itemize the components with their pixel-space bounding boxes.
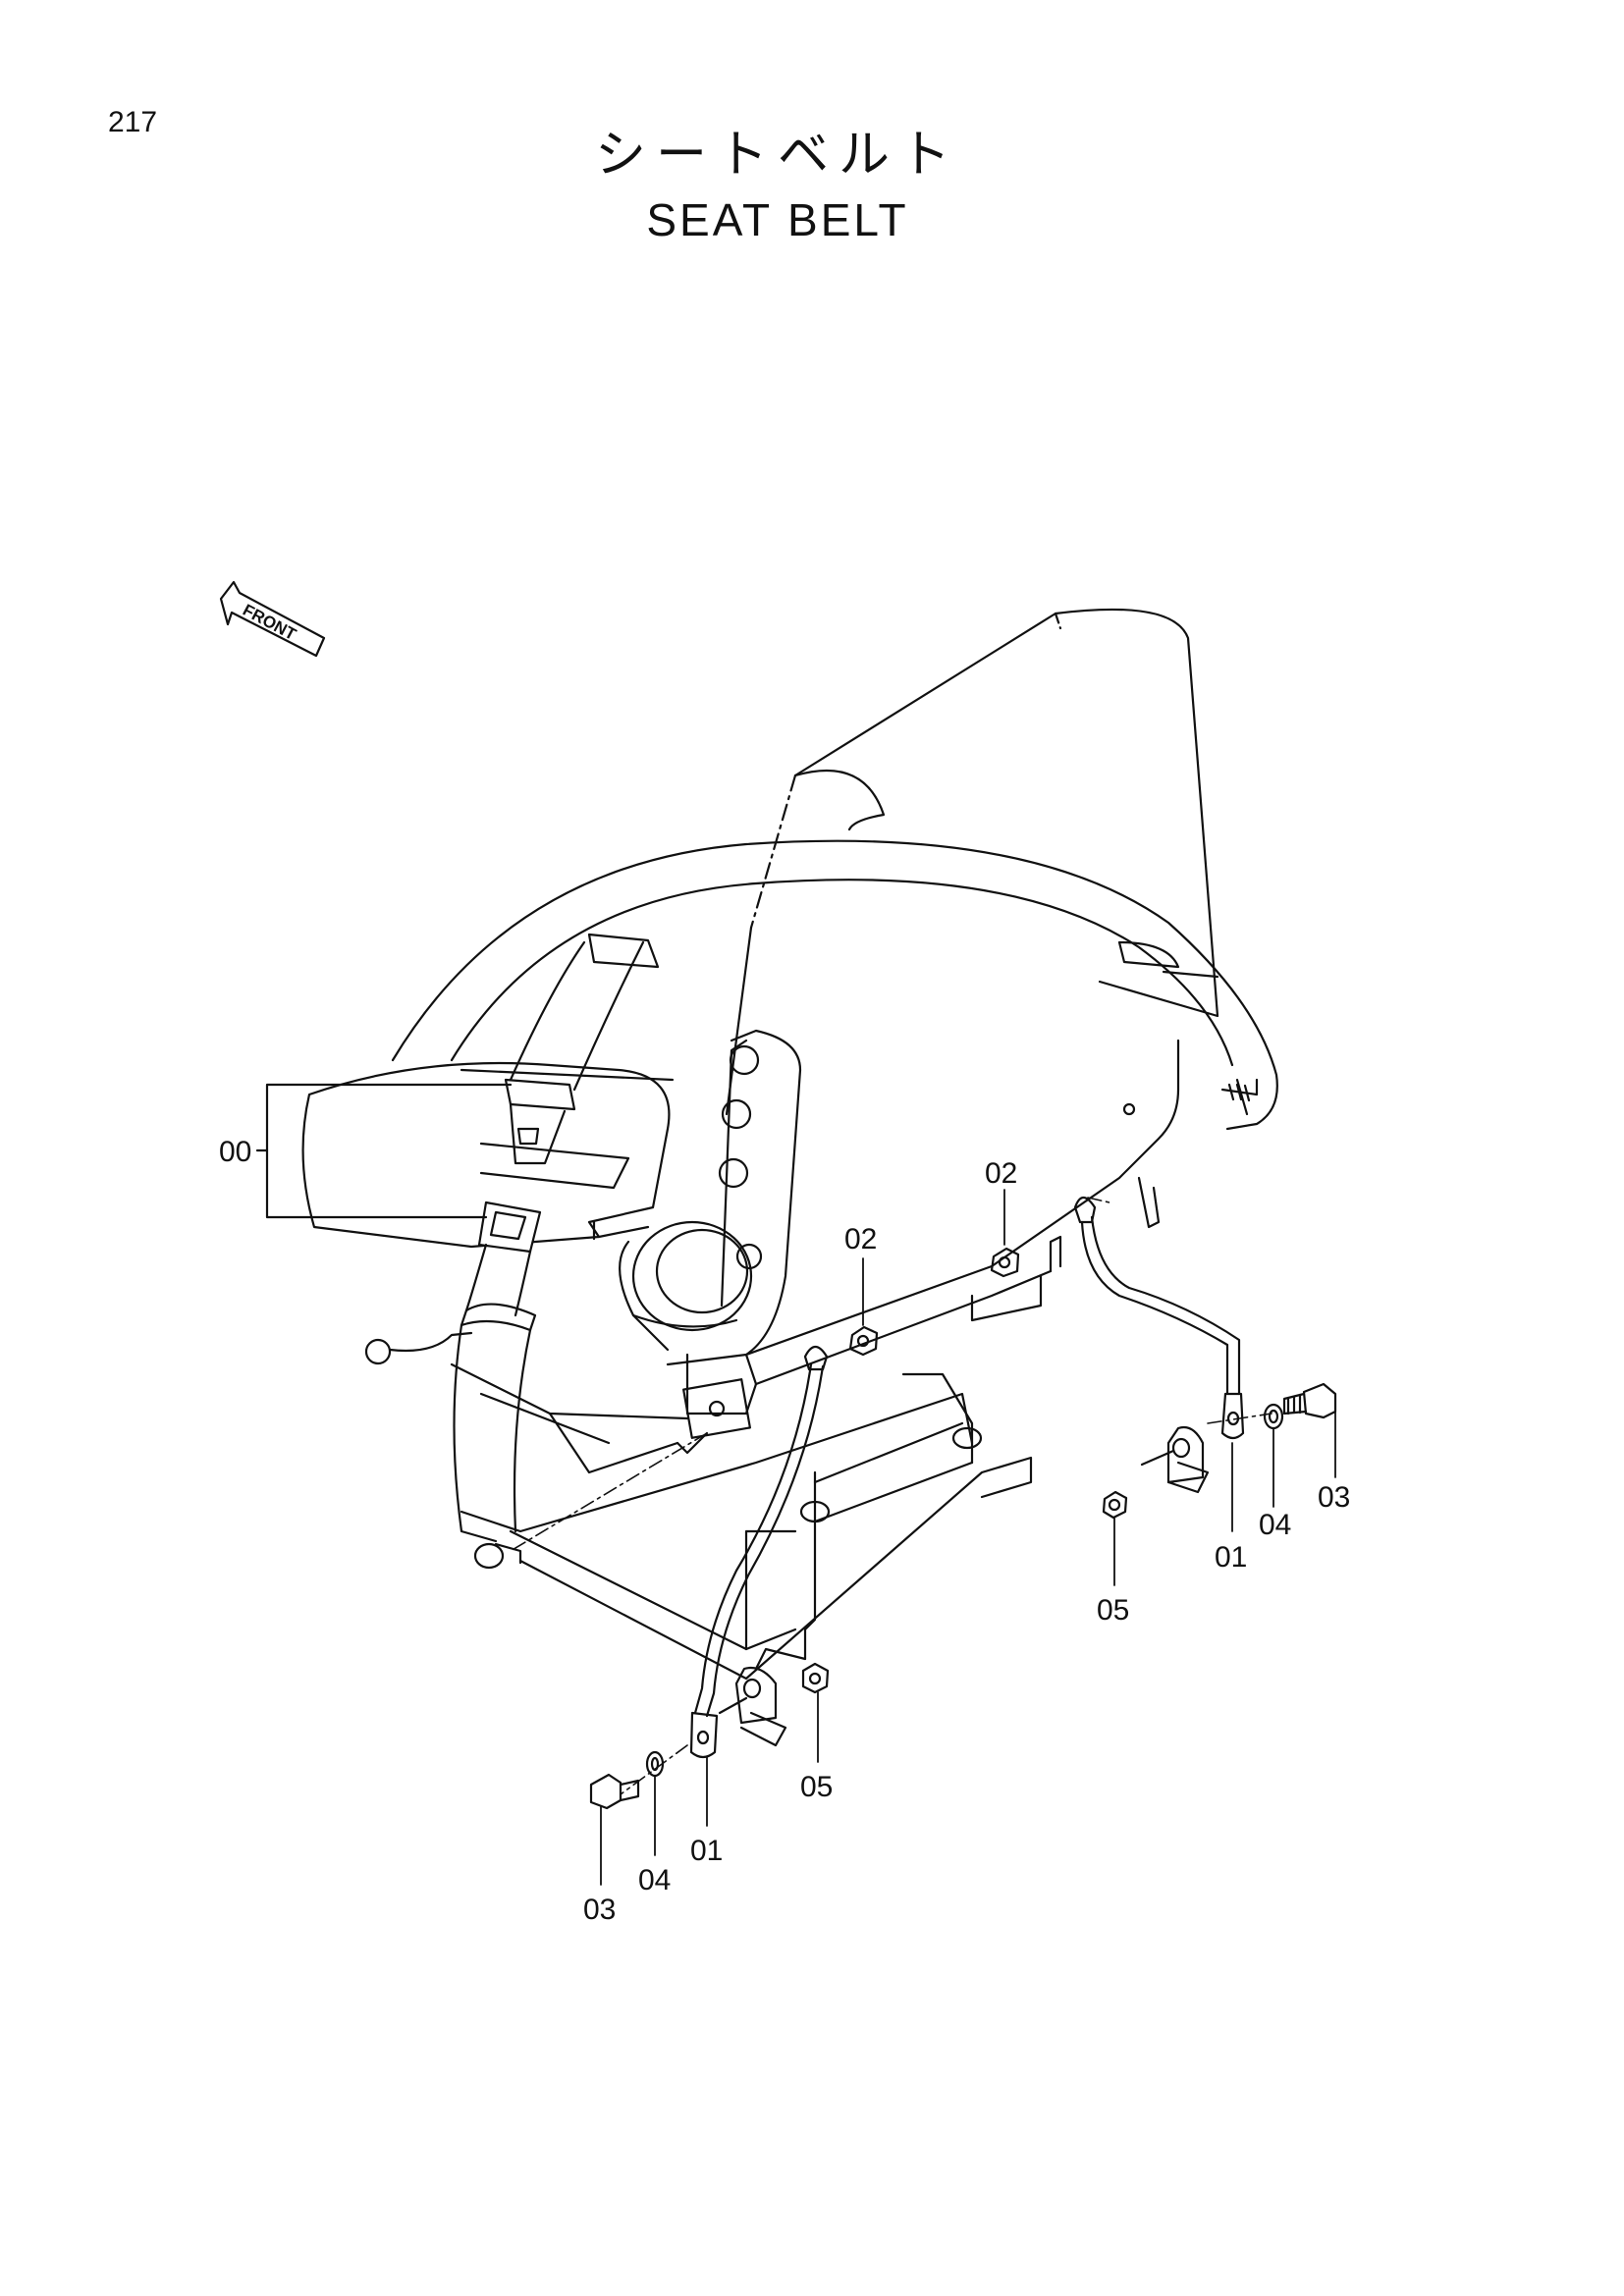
callout-00-bracket bbox=[255, 1083, 513, 1219]
armrest-knob bbox=[619, 1220, 753, 1352]
callout-03-left: 03 bbox=[583, 1894, 616, 1926]
manual-lever bbox=[364, 1331, 473, 1365]
callout-05-right: 05 bbox=[1097, 1594, 1129, 1627]
ground-cable-right bbox=[1073, 1196, 1245, 1440]
callout-01-left: 01 bbox=[690, 1835, 723, 1867]
page-number: 217 bbox=[108, 106, 158, 138]
callout-05-left: 05 bbox=[800, 1771, 833, 1803]
title-japanese: シートベルト bbox=[594, 126, 960, 185]
seat-belt-lower-strap bbox=[453, 1201, 542, 1570]
nuts-02 bbox=[848, 1247, 1020, 1357]
seat-backrest bbox=[725, 608, 1219, 1116]
callout-04-right: 04 bbox=[1259, 1509, 1291, 1541]
leader-lines bbox=[600, 1189, 1336, 1886]
callout-01-right: 01 bbox=[1215, 1541, 1247, 1574]
right-hardware bbox=[1102, 1078, 1337, 1520]
suspension-base bbox=[450, 1362, 1033, 1681]
seat-cushion bbox=[301, 1061, 675, 1249]
seat-belt-upper-strap bbox=[479, 933, 660, 1190]
callout-labels: 00 02 02 01 04 03 05 01 04 03 05 bbox=[219, 1136, 1350, 1926]
callout-04-left: 04 bbox=[638, 1864, 671, 1896]
callout-00: 00 bbox=[219, 1136, 251, 1168]
seat-shell bbox=[391, 839, 1278, 1131]
title-english: SEAT BELT bbox=[646, 194, 909, 245]
reference-lines bbox=[510, 1197, 1272, 1795]
left-hardware bbox=[589, 1662, 830, 1810]
seat-base bbox=[685, 1039, 1180, 1415]
ground-cable-left bbox=[689, 1345, 829, 1759]
front-arrow-icon: FRONT bbox=[219, 580, 326, 658]
callout-02-upper: 02 bbox=[985, 1157, 1017, 1190]
title-block: シートベルト SEAT BELT bbox=[0, 126, 1624, 249]
callout-03-right: 03 bbox=[1318, 1481, 1350, 1514]
callout-02-lower: 02 bbox=[844, 1223, 877, 1255]
side-panel bbox=[666, 1029, 802, 1366]
